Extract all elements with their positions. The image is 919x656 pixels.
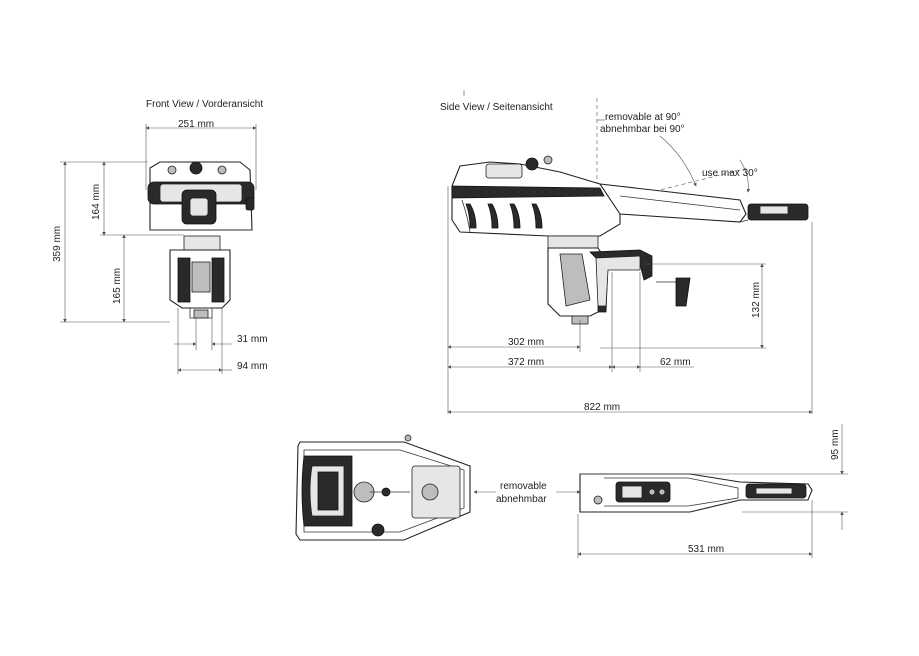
- top-view-head: [295, 434, 471, 541]
- dim-164: 164 mm: [91, 184, 102, 220]
- side-motor: [451, 155, 621, 237]
- front-view-title: Front View / Vorderansicht: [146, 99, 263, 110]
- dim-302: 302 mm: [508, 337, 544, 348]
- dim-372: 372 mm: [508, 357, 544, 368]
- removable-90-en: removable at 90°: [605, 112, 681, 123]
- side-view: Side View / Seitenansicht removable at 9…: [440, 90, 813, 414]
- removable-90-de: abnehmbar bei 90°: [600, 124, 685, 135]
- use-max-30: use max 30°: [702, 168, 758, 179]
- dim-132: 132 mm: [751, 282, 762, 318]
- dim-62: 62 mm: [660, 357, 691, 368]
- front-bracket: [169, 235, 231, 319]
- removable-en: removable: [500, 481, 547, 492]
- dim-359: 359 mm: [52, 226, 63, 262]
- dim-251: 251 mm: [178, 119, 214, 130]
- side-view-title: Side View / Seitenansicht: [440, 102, 553, 113]
- side-clamp: [547, 235, 691, 325]
- removable-de: abnehmbar: [496, 494, 547, 505]
- front-view: Front View / Vorderansicht 251 mm: [52, 99, 268, 374]
- side-tiller: [598, 183, 809, 223]
- removable-label: removable abnehmbar: [473, 481, 581, 505]
- dim-822: 822 mm: [584, 402, 620, 413]
- top-view-tiller: [579, 473, 813, 513]
- dim-531: 531 mm: [688, 544, 724, 555]
- front-motor-head: [147, 161, 255, 231]
- dim-165: 165 mm: [112, 268, 123, 304]
- dim-94: 94 mm: [237, 361, 268, 372]
- dim-31: 31 mm: [237, 334, 268, 345]
- dim-95: 95 mm: [830, 429, 841, 460]
